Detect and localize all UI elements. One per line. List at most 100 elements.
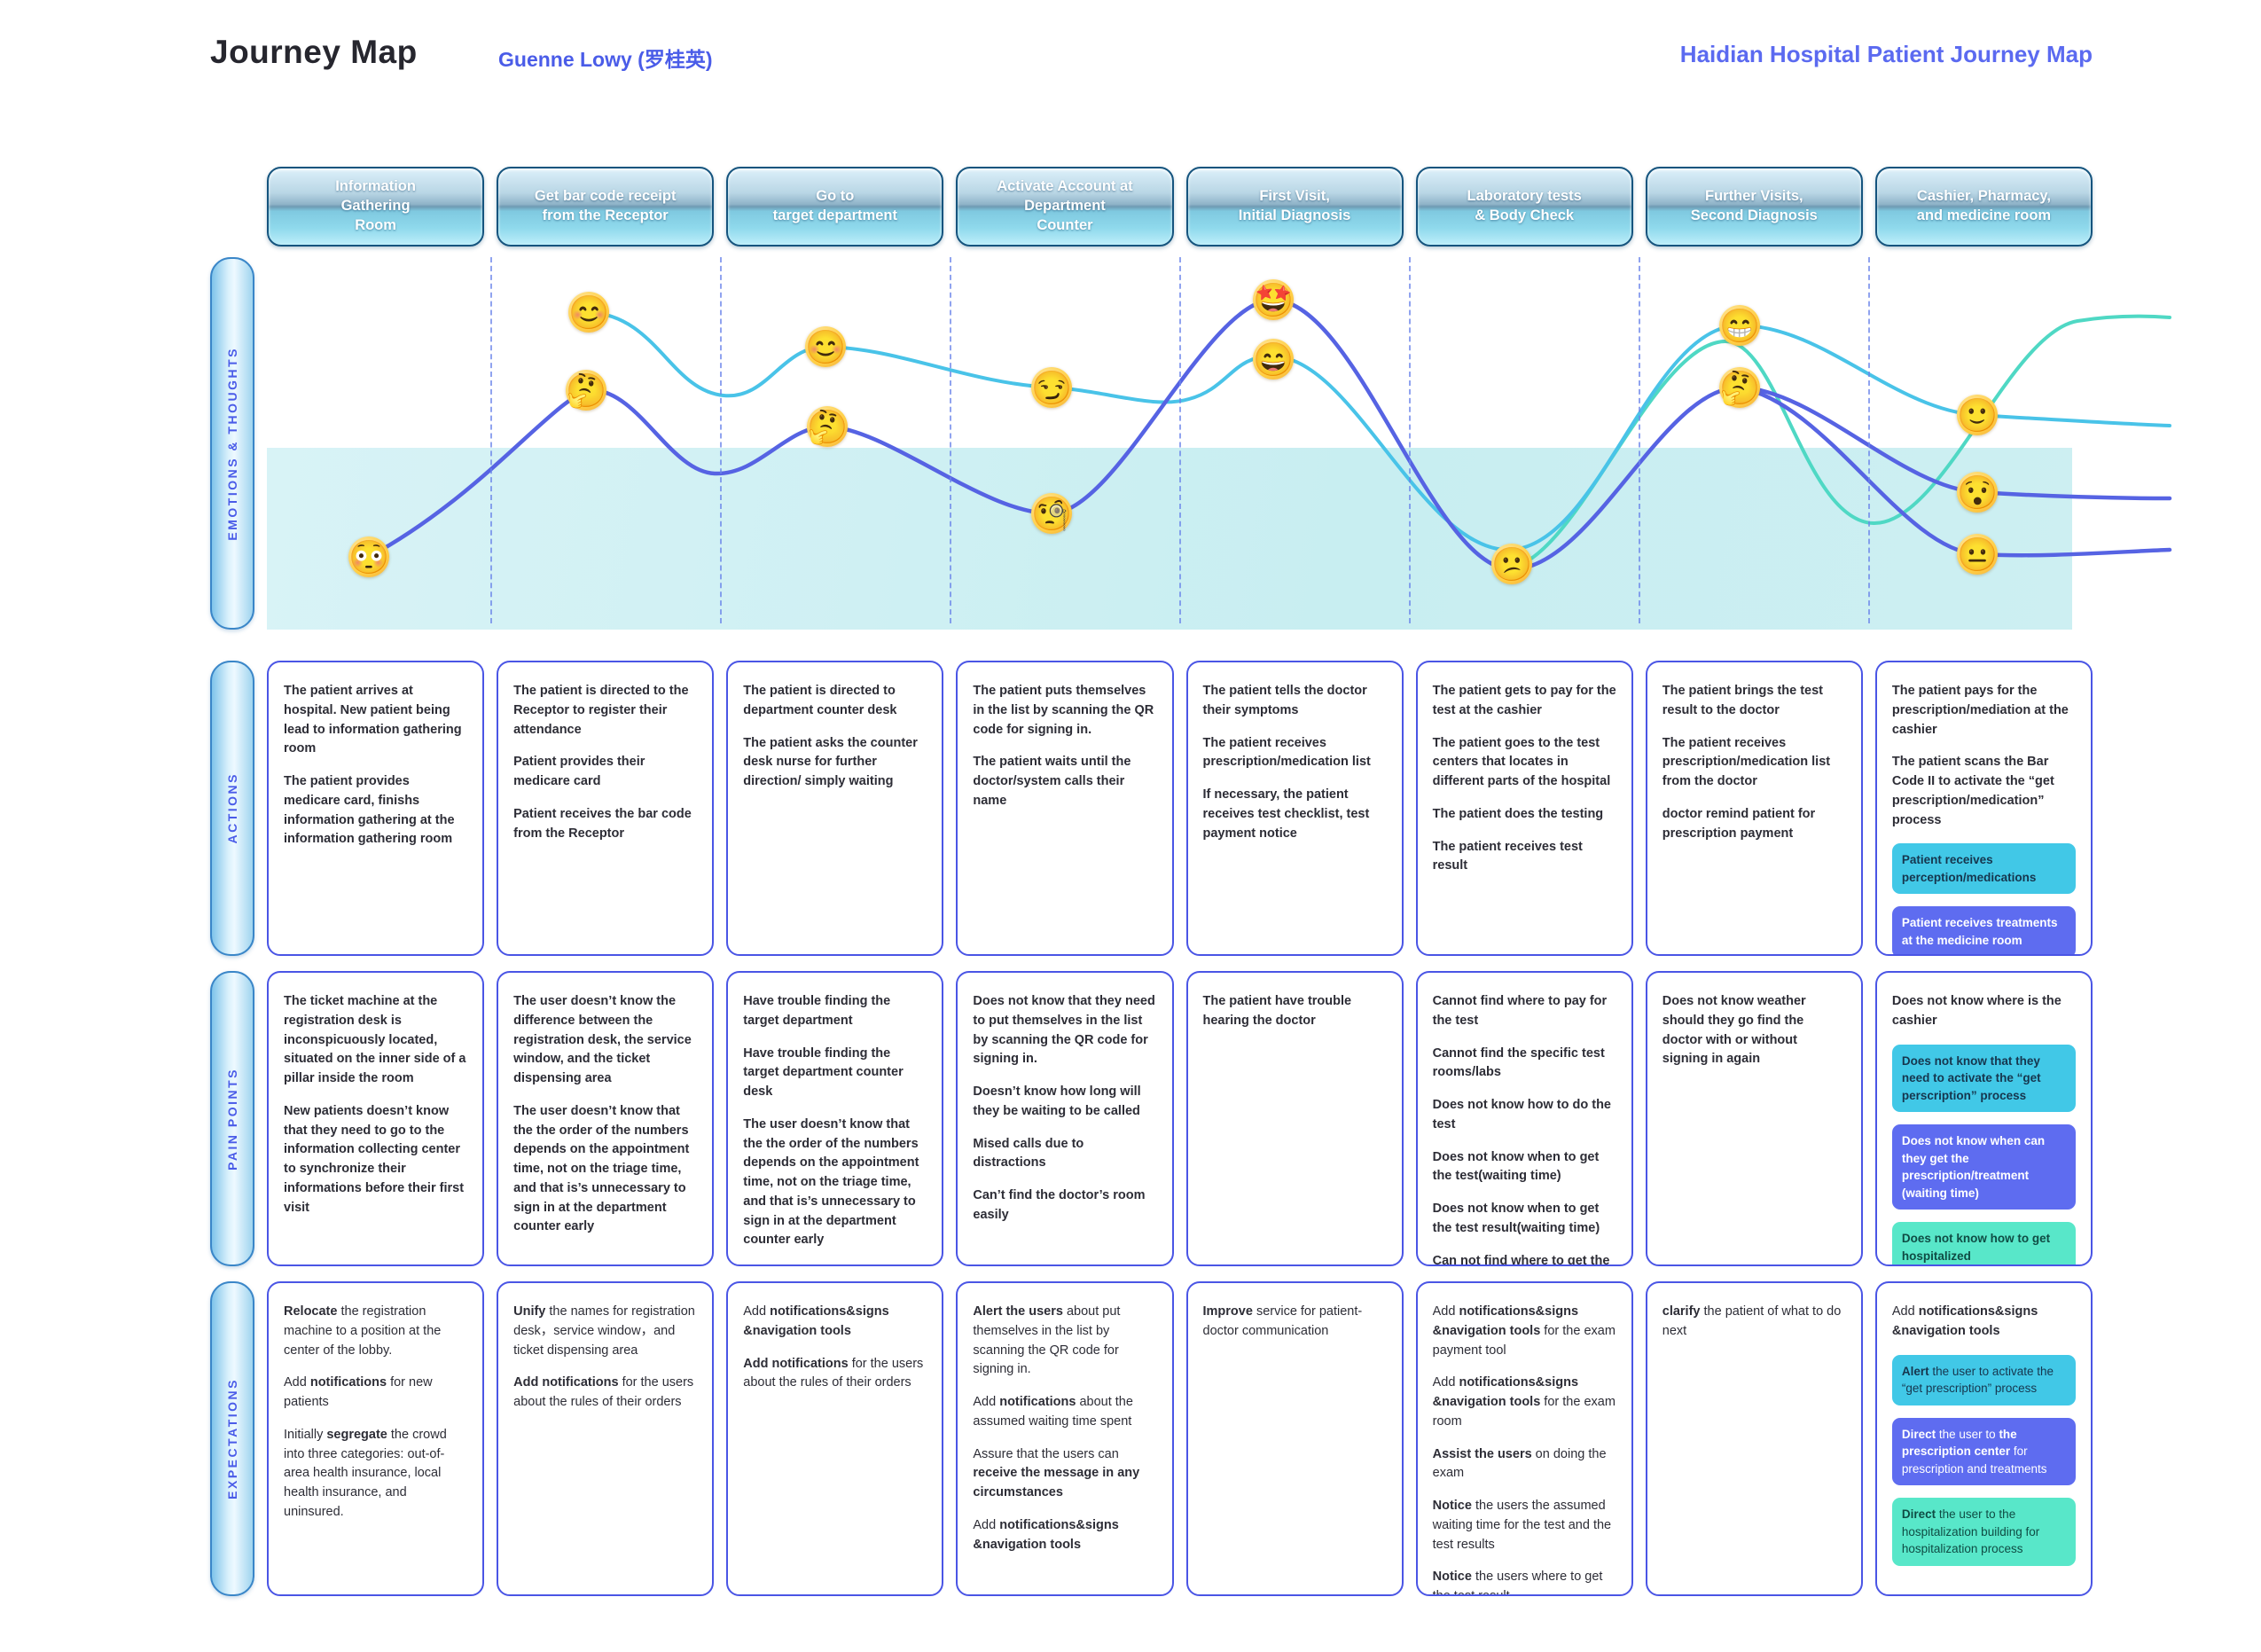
smirking-face-emoji: 😏 [1031, 367, 1072, 408]
expectations-cards: Relocate the registration machine to a p… [267, 1281, 2093, 1596]
highlight-tag-indigo: Does not know when can they get the pres… [1891, 1124, 2076, 1210]
smiling-face-emoji: 😊 [805, 326, 846, 367]
card-paragraph: The patient puts themselves in the list … [973, 684, 1154, 737]
card-paragraph: The patient receives test result [1432, 839, 1583, 873]
card-paragraph: The patient scans the Bar Code II to act… [1891, 755, 2054, 827]
card-paragraph: clarify the patient of what to do next [1662, 1304, 1842, 1338]
column-divider [950, 257, 951, 623]
card-paragraph: Mised calls due to distractions [973, 1136, 1084, 1170]
card-paragraph: Does not know where is the cashier [1891, 994, 2062, 1028]
highlight-tag-cyan: Does not know that they need to activate… [1891, 1044, 2076, 1113]
expectations-card-8: Add notifications&signs &navigation tool… [1874, 1281, 2093, 1596]
thinking-face-emoji: 🤔 [566, 370, 606, 411]
thinking-face-emoji: 🤔 [807, 406, 848, 447]
persona-name: Guenne Lowy (罗桂英) [498, 48, 713, 71]
card-paragraph: The patient have trouble hearing the doc… [1202, 994, 1352, 1028]
highlight-tag-cyan: Alert the user to activate the “get pres… [1891, 1354, 2076, 1405]
card-paragraph: Notice the users where to get the test r… [1432, 1570, 1603, 1596]
column-divider [720, 257, 722, 623]
card-paragraph: The user doesn’t know that the the order… [743, 1116, 919, 1248]
card-paragraph: Assist the users on doing the exam [1432, 1446, 1607, 1481]
card-paragraph: The user doesn’t know the difference bet… [513, 994, 692, 1085]
card-paragraph: Add notifications&signs &navigation tool… [973, 1517, 1119, 1552]
stage-header-5: First Visit,Initial Diagnosis [1185, 167, 1404, 247]
confused-face-emoji: 😕 [1491, 544, 1532, 584]
highlight-tag-indigo: Direct the user to the prescription cent… [1891, 1417, 2076, 1486]
card-paragraph: The user doesn’t know that the the order… [513, 1103, 690, 1234]
thinking-face-emoji: 🤔 [1719, 367, 1760, 408]
card-paragraph: The ticket machine at the registration d… [284, 994, 466, 1085]
expectations-card-3: Add notifications&signs &navigation tool… [726, 1281, 944, 1596]
card-paragraph: The patient pays for the prescription/me… [1891, 684, 2069, 737]
pain-points-card-3: Have trouble finding the target departme… [726, 971, 944, 1266]
card-paragraph: The patient arrives at hospital. New pat… [284, 684, 462, 756]
actions-row: ACTIONS The patient arrives at hospital.… [210, 661, 2093, 956]
pain-points-card-2: The user doesn’t know the difference bet… [497, 971, 715, 1266]
actions-card-1: The patient arrives at hospital. New pat… [267, 661, 485, 956]
grinning-face-emoji: 😄 [1253, 339, 1294, 380]
card-paragraph: doctor remind patient for prescription p… [1662, 806, 1816, 841]
expectations-card-5: Improve service for patient-doctor commu… [1185, 1281, 1404, 1596]
card-paragraph: Initially segregate the crowd into three… [284, 1427, 447, 1519]
stage-header-6: Laboratory tests& Body Check [1415, 167, 1633, 247]
card-paragraph: The patient tells the doctor their sympt… [1202, 684, 1367, 717]
card-paragraph: Can’t find the doctor’s room easily [973, 1188, 1146, 1222]
row-label-expectations: EXPECTATIONS [210, 1281, 254, 1596]
pain-points-row: PAIN POINTS The ticket machine at the re… [210, 971, 2093, 1266]
card-paragraph: Add notifications for new patients [284, 1375, 433, 1409]
row-label-text: EXPECTATIONS [225, 1378, 239, 1499]
highlight-tag-mint: Does not know how to get hospitalized [1891, 1222, 2076, 1264]
smiling-face-emoji: 😊 [568, 292, 609, 333]
pain-points-card-7: Does not know weather should they go fin… [1645, 971, 1863, 1266]
card-paragraph: Does not know weather should they go fin… [1662, 994, 1806, 1067]
card-paragraph: Does not know when to get the test(waiti… [1432, 1149, 1600, 1184]
card-paragraph: Patient provides their medicare card [513, 755, 645, 788]
card-paragraph: The patient receives prescription/medica… [1662, 735, 1831, 789]
emotions-section: EMOTIONS & THOUGHTS 😳🤔😊😊🤔😏🧐🤩😄😕😁🤔🙂😯😐 [210, 257, 2172, 630]
highlight-tag-indigo: Patient receives treatments at the medic… [1891, 906, 2076, 954]
row-label-text: EMOTIONS & THOUGHTS [225, 346, 239, 541]
card-paragraph: New patients doesn’t know that they need… [284, 1103, 465, 1215]
card-paragraph: The patient brings the test result to th… [1662, 684, 1824, 717]
expectations-card-4: Alert the users about put themselves in … [956, 1281, 1174, 1596]
row-label-actions: ACTIONS [210, 661, 254, 956]
star-struck-face-emoji: 🤩 [1253, 279, 1294, 320]
card-paragraph: Add notifications for the users about th… [513, 1375, 694, 1409]
actions-card-6: The patient gets to pay for the test at … [1415, 661, 1633, 956]
expectations-card-7: clarify the patient of what to do next [1645, 1281, 1863, 1596]
actions-card-8: The patient pays for the prescription/me… [1874, 661, 2093, 956]
card-paragraph: The patient is directed to the Receptor … [513, 684, 689, 737]
emotion-line-blue [366, 297, 2172, 572]
card-paragraph: If necessary, the patient receives test … [1202, 787, 1370, 841]
expectations-card-2: Unify the names for registration desk，se… [497, 1281, 715, 1596]
row-label-text: ACTIONS [225, 772, 239, 844]
card-paragraph: The patient provides medicare card, fini… [284, 774, 455, 847]
card-paragraph: The patient receives prescription/medica… [1202, 735, 1371, 770]
card-paragraph: Does not know how to do the test [1432, 1098, 1611, 1131]
pain-points-cards: The ticket machine at the registration d… [267, 971, 2093, 1266]
beaming-face-emoji: 😁 [1719, 305, 1760, 346]
card-paragraph: Patient receives the bar code from the R… [513, 806, 692, 841]
card-paragraph: Add notifications&signs &navigation tool… [1891, 1304, 2038, 1338]
card-paragraph: Add notifications&signs &navigation tool… [743, 1304, 889, 1338]
neutral-face-emoji: 😐 [1957, 534, 1998, 575]
card-paragraph: The patient is directed to department co… [743, 684, 897, 717]
emotion-chart: 😳🤔😊😊🤔😏🧐🤩😄😕😁🤔🙂😯😐 [267, 257, 2172, 630]
card-paragraph: The patient waits until the doctor/syste… [973, 755, 1131, 808]
card-paragraph: Have trouble finding the target departme… [743, 1045, 904, 1100]
card-paragraph: Can not find where to get the test resul… [1432, 1253, 1610, 1266]
slightly-smiling-face-emoji: 🙂 [1957, 395, 1998, 435]
stage-header-7: Further Visits,Second Diagnosis [1645, 167, 1863, 247]
expectations-card-6: Add notifications&signs &navigation tool… [1415, 1281, 1633, 1596]
stage-header-8: Cashier, Pharmacy,and medicine room [1874, 167, 2093, 247]
card-paragraph: Improve service for patient-doctor commu… [1202, 1304, 1363, 1338]
card-paragraph: Add notifications&signs &navigation tool… [1432, 1304, 1616, 1358]
card-paragraph: Notice the users the assumed waiting tim… [1432, 1499, 1612, 1552]
emotion-lines [366, 297, 2172, 572]
